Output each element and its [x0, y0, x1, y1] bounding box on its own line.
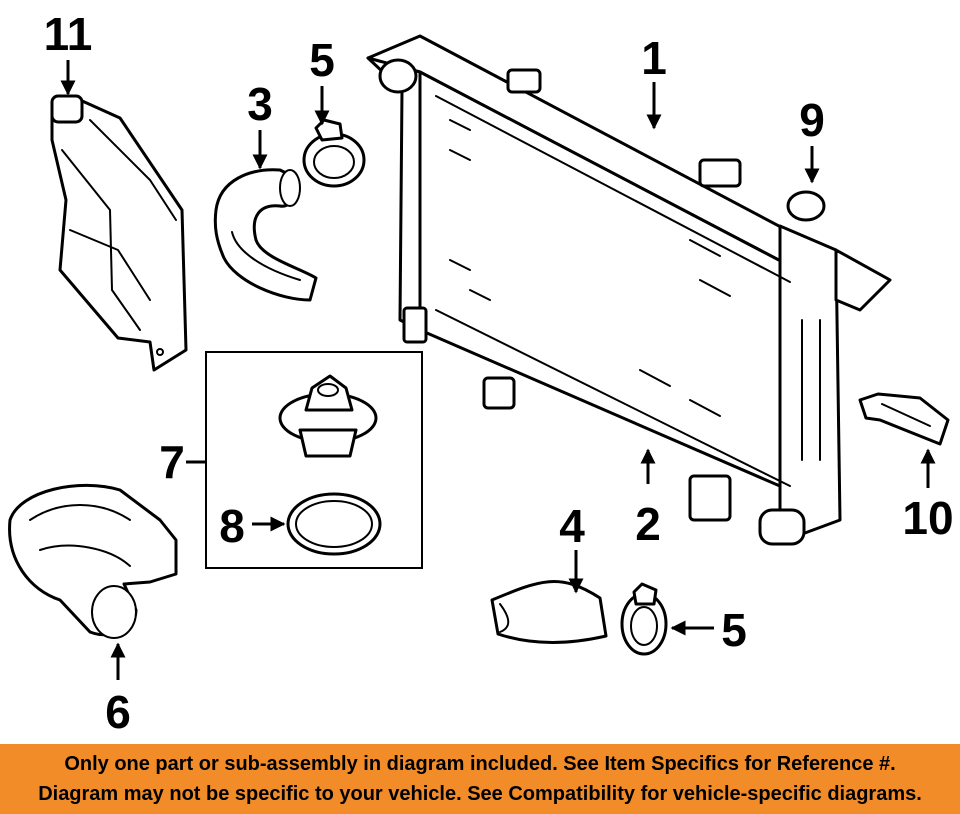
- disclaimer-line-1: Only one part or sub-assembly in diagram…: [64, 753, 896, 775]
- part-6-water-outlet: [8, 483, 178, 639]
- callout-5-lower: 5: [721, 604, 747, 656]
- callout-1: 1: [641, 32, 667, 84]
- part-10-bracket: [858, 392, 950, 446]
- callout-6: 6: [105, 686, 131, 738]
- cooling-system-diagram: 11 5 3 1 9 10 2 4 5 6 8 7: [8, 8, 954, 738]
- part-3-radiator-hose: [213, 168, 318, 302]
- callout-3: 3: [247, 78, 273, 130]
- callout-8: 8: [219, 500, 245, 552]
- part-4-lower-hose: [490, 580, 608, 645]
- callout-2: 2: [635, 498, 661, 550]
- part-11-coolant-reservoir: [50, 94, 188, 372]
- callout-10: 10: [902, 492, 953, 544]
- callout-labels: 11 5 3 1 9 10 2 4 5 6 8 7: [44, 8, 954, 738]
- part-8-gasket: [286, 492, 382, 556]
- part-5-hose-clamp-upper: [302, 118, 366, 188]
- callout-7: 7: [159, 436, 185, 488]
- part-7-thermostat: [278, 374, 378, 458]
- disclaimer-banner: Only one part or sub-assembly in diagram…: [0, 744, 960, 814]
- leader-arrows: [60, 60, 936, 680]
- callout-4: 4: [559, 500, 585, 552]
- callout-11: 11: [44, 8, 93, 60]
- part-1-radiator: [366, 34, 892, 546]
- part-5-hose-clamp-lower: [620, 582, 668, 656]
- callout-9: 9: [799, 94, 825, 146]
- disclaimer-line-2: Diagram may not be specific to your vehi…: [38, 783, 922, 805]
- callout-5-upper: 5: [309, 34, 335, 86]
